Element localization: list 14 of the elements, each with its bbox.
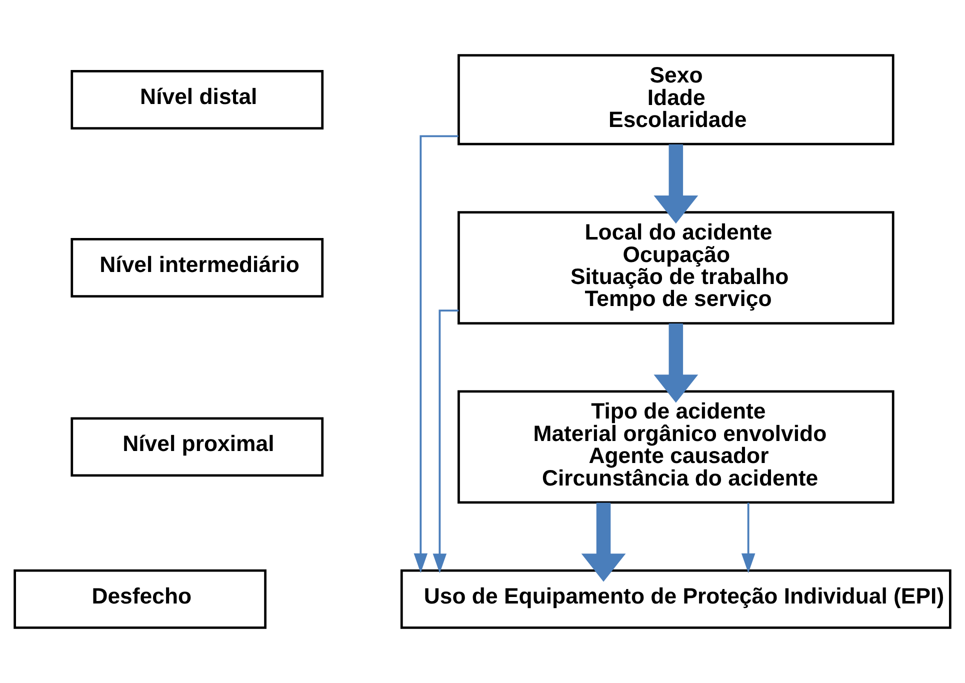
arrow [654,323,698,403]
node-box: Tipo de acidente Material orgânico envolvido Agente causador Circunstância do acidente [458,390,894,504]
arrow [581,502,626,582]
node-box: Nível distal [70,70,324,130]
arrow [741,502,756,574]
node-box: Sexo Idade Escolaridade [458,54,894,146]
node-box: Nível intermediário [70,238,324,298]
node-box: Uso de Equipamento de Proteção Individual (EPI) [400,569,952,629]
node-box: Local do acidente Ocupação Situação de trabalho Tempo de serviço [458,211,894,324]
arrow [654,144,698,224]
node-box: Nível proximal [70,417,324,477]
node-box: Desfecho [14,569,266,629]
arrow [414,135,458,574]
arrow [432,310,459,574]
